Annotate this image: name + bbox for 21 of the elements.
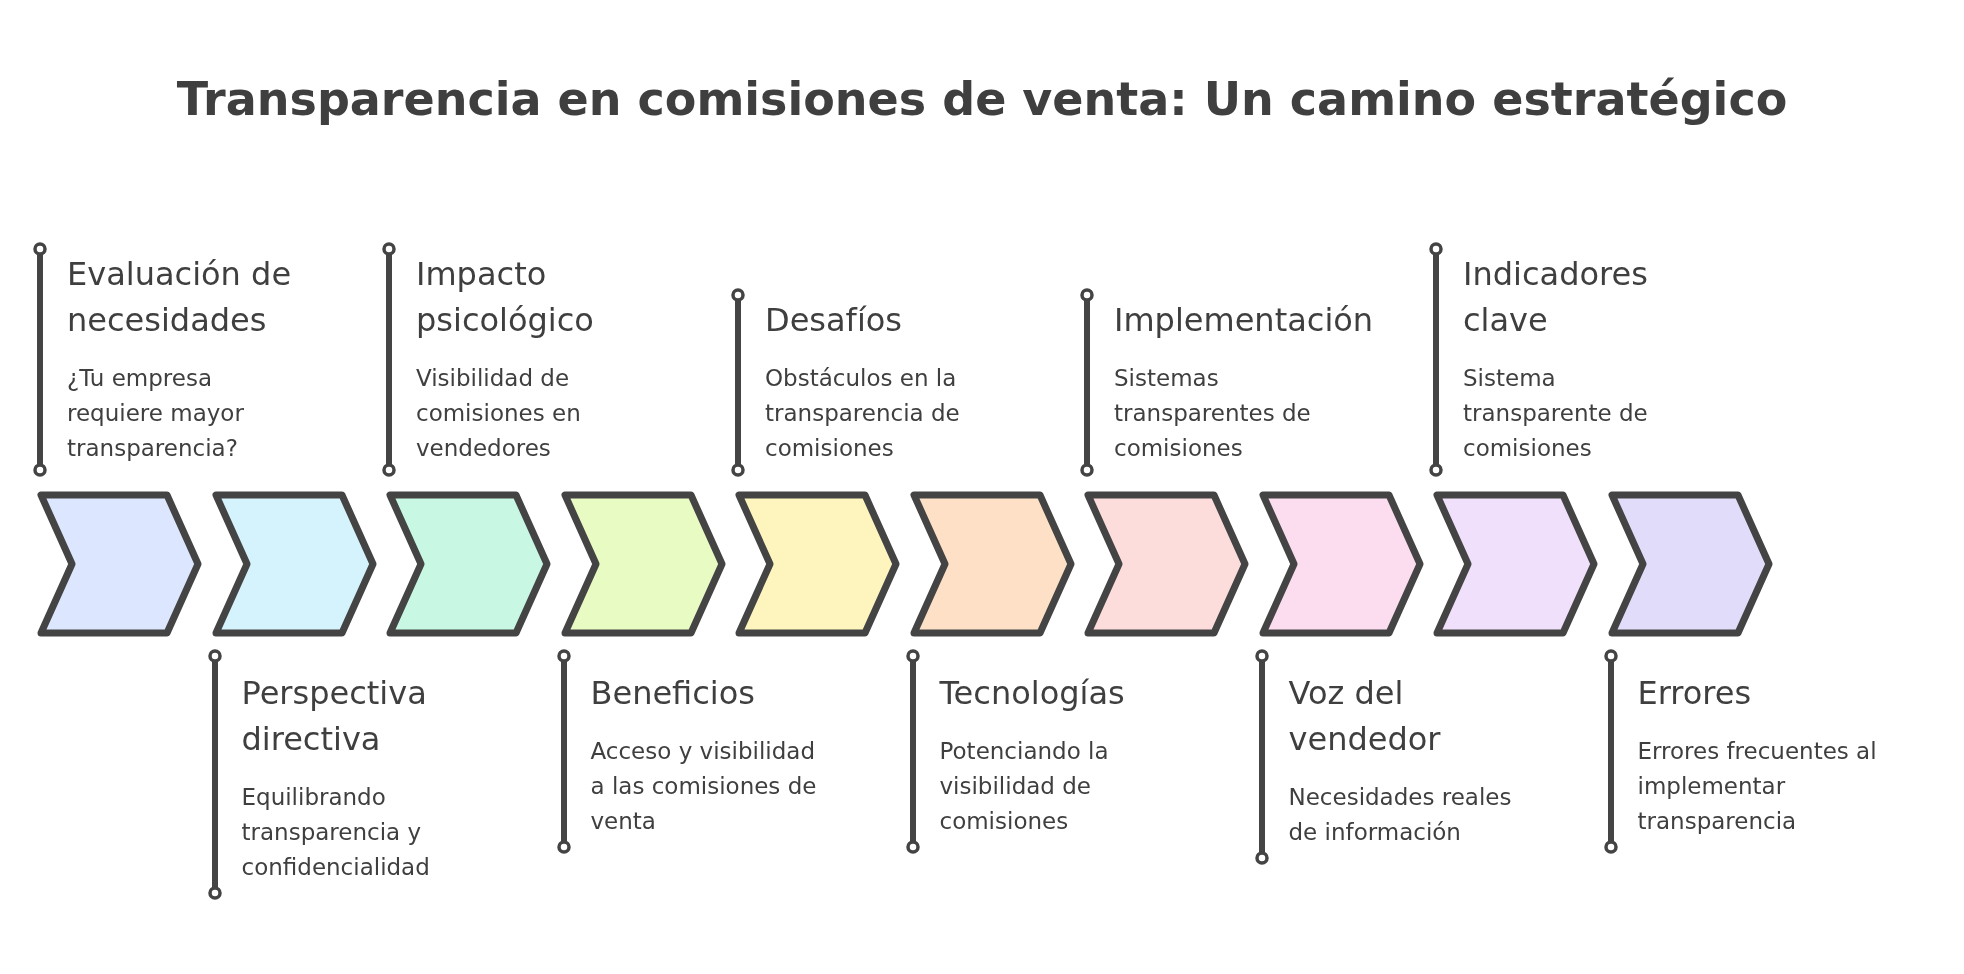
step-description: Obstáculos en la transparencia de comisiones [765, 364, 961, 463]
step-description: Visibilidad de comisiones en vendedores [416, 364, 582, 463]
step-description: Acceso y visibilidad a las comisiones de venta [590, 737, 818, 836]
step-description: Necesidades reales de información [1288, 783, 1513, 847]
step-heading: Indicadores clave [1463, 254, 1649, 341]
step-description: Equilibrando transparencia y confidencialidad [241, 783, 431, 882]
step-description: Errores frecuentes al implementar transparencia [1637, 737, 1878, 836]
diagram-title: Transparencia en comisiones de venta: Un camino estratégico [175, 72, 1789, 126]
step-heading: Implementación [1114, 300, 1375, 341]
step-heading: Voz del vendedor [1288, 673, 1442, 760]
step-heading: Errores [1637, 673, 1753, 714]
step-heading: Evaluación de necesidades [67, 254, 293, 341]
step-heading: Impacto psicológico [416, 254, 595, 341]
step-heading: Desafíos [765, 300, 903, 341]
step-description: Potenciando la visibilidad de comisiones [939, 737, 1110, 836]
step-heading: Beneficios [590, 673, 756, 714]
step-description: Sistema transparente de comisiones [1463, 364, 1649, 463]
step-description: ¿Tu empresa requiere mayor transparencia? [67, 364, 245, 463]
step-heading: Perspectiva directiva [241, 673, 428, 760]
step-heading: Tecnologías [939, 673, 1126, 714]
step-description: Sistemas transparentes de comisiones [1114, 364, 1312, 463]
